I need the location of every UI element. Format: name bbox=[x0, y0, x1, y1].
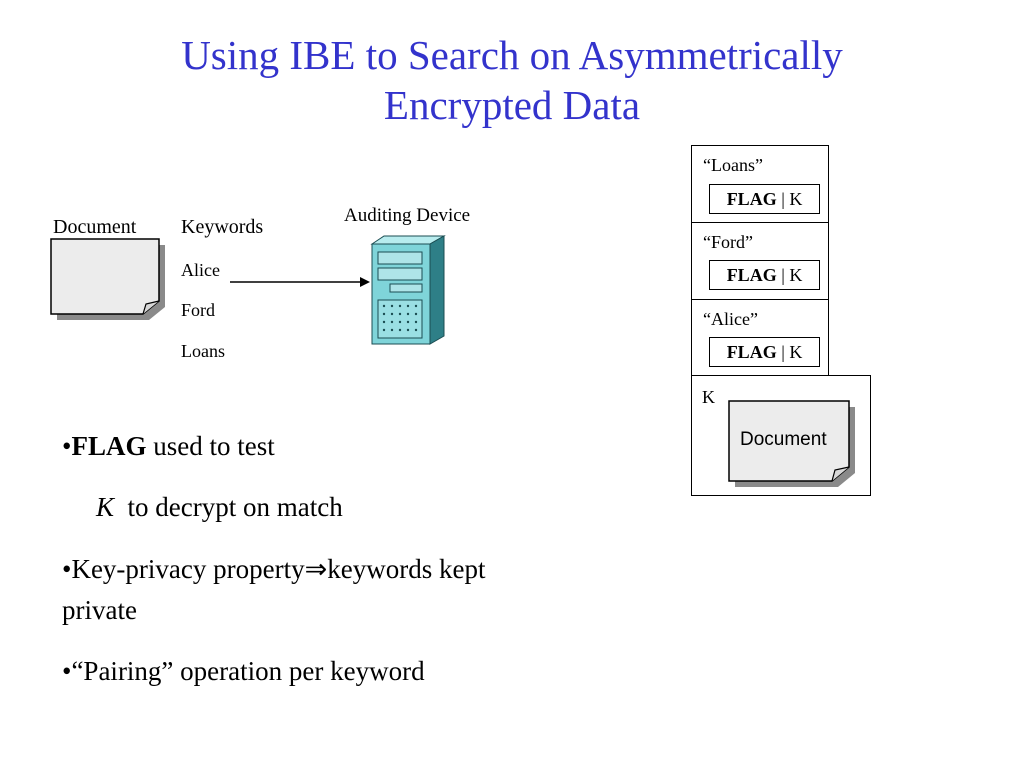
flag-k-box: FLAG | K bbox=[709, 337, 820, 367]
keyword-loans: Loans bbox=[181, 341, 225, 361]
keywords-header: Keywords bbox=[181, 216, 264, 238]
encrypted-entry-ford: “Ford” FLAG | K bbox=[691, 222, 829, 300]
separator: | bbox=[781, 189, 785, 209]
flag-k-box: FLAG | K bbox=[709, 260, 820, 290]
bullet-key-privacy: •Key-privacy property⇒keywords kept bbox=[62, 553, 662, 585]
entry-keyword: “Alice” bbox=[703, 309, 758, 329]
document-icon bbox=[50, 238, 165, 320]
bullet-flag: •FLAG used to test bbox=[62, 430, 275, 462]
slide-title: Using IBE to Search on Asymmetrically En… bbox=[0, 30, 1024, 130]
title-line-1: Using IBE to Search on Asymmetrically bbox=[181, 32, 843, 78]
k-text: K bbox=[789, 265, 803, 285]
encrypted-entry-loans: “Loans” FLAG | K bbox=[691, 145, 829, 223]
separator: | bbox=[781, 265, 785, 285]
bullet-pairing: •“Pairing” operation per keyword bbox=[62, 656, 425, 686]
k-italic: K bbox=[96, 492, 115, 522]
separator: | bbox=[781, 342, 785, 362]
bullet-flag-continuation: K to decrypt on match bbox=[96, 491, 343, 523]
entry-keyword: “Loans” bbox=[703, 155, 763, 175]
arrow-to-device bbox=[230, 277, 370, 287]
encrypted-document-box: K Document bbox=[691, 375, 871, 496]
bullet-flag-rest: used to test bbox=[146, 431, 275, 461]
keyword-alice: Alice bbox=[181, 260, 220, 280]
entry-keyword: “Ford” bbox=[703, 232, 753, 252]
bullet-mark: • bbox=[62, 431, 72, 461]
k-text: K bbox=[789, 189, 803, 209]
bullet-key-privacy-line2: private bbox=[62, 595, 137, 625]
bullet-key-privacy-suffix: keywords kept bbox=[327, 554, 486, 584]
encrypted-document-label: Document bbox=[740, 429, 827, 450]
auditing-device-label: Auditing Device bbox=[344, 205, 471, 226]
document-icon bbox=[728, 400, 855, 487]
decrypt-text: to decrypt on match bbox=[127, 492, 343, 522]
server-tower-icon bbox=[370, 235, 446, 345]
bullet-key-privacy-prefix: •Key-privacy property bbox=[62, 554, 305, 584]
bullet-flag-bold: FLAG bbox=[71, 431, 147, 461]
keyword-ford: Ford bbox=[181, 300, 216, 320]
k-text: K bbox=[789, 342, 803, 362]
implies-arrow: ⇒ bbox=[304, 554, 328, 584]
flag-text: FLAG bbox=[726, 189, 777, 209]
encrypted-entry-alice: “Alice” FLAG | K bbox=[691, 299, 829, 377]
flag-text: FLAG bbox=[726, 342, 777, 362]
flag-k-box: FLAG | K bbox=[709, 184, 820, 214]
flag-text: FLAG bbox=[726, 265, 777, 285]
k-label: K bbox=[702, 387, 715, 407]
title-line-2: Encrypted Data bbox=[383, 82, 641, 128]
document-label: Document bbox=[53, 216, 137, 238]
